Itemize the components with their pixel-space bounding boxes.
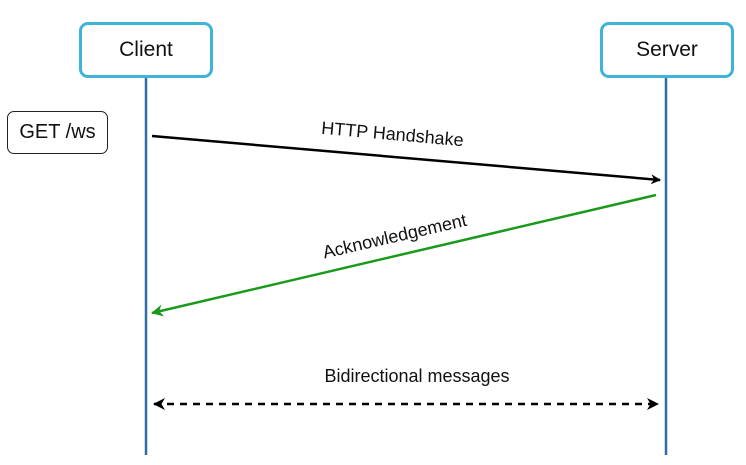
server-actor: Server [600, 22, 734, 78]
handshake-label: HTTP Handshake [321, 118, 465, 150]
ack-label: Acknowledgement [321, 210, 469, 263]
request-note-label: GET /ws [19, 121, 96, 143]
bidirectional-label: Bidirectional messages [324, 366, 509, 386]
client-label: Client [119, 38, 173, 61]
server-label: Server [636, 38, 698, 61]
ack-arrow [151, 193, 657, 317]
request-note: GET /ws [7, 111, 108, 154]
client-actor: Client [79, 22, 213, 78]
handshake-arrow [151, 134, 661, 185]
